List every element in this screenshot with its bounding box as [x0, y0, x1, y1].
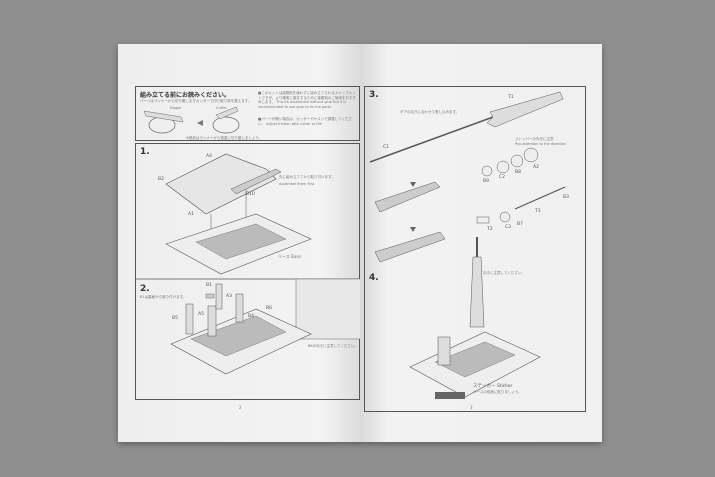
- part-b9: B9: [483, 179, 489, 184]
- page-number-right: 3: [470, 405, 473, 410]
- stopper-note-ja: ストッパーの向きに注意: [515, 137, 554, 141]
- part-a4: A4: [206, 154, 212, 159]
- read-before-assembly-box: 組み立てる前にお読みください。 パーツはランナーから切り離します。 カッターで切…: [135, 86, 360, 141]
- part-c3: C3: [505, 225, 512, 230]
- arrow-note: ギアの向きに合わせて差し込みます。: [400, 110, 460, 114]
- sticker-note: ベースの前面に貼りましょう。: [473, 390, 522, 394]
- step-4-note: 向きに注意してください。: [483, 271, 525, 275]
- part-a3: A3: [226, 294, 232, 299]
- part-b1: B1: [206, 283, 212, 288]
- part-t2: T2: [487, 227, 493, 232]
- right-page: 3. T1 C1 B9 C2 B8 A2 B3 T3 T2 C3 B7 ギアの向…: [360, 44, 602, 442]
- part-c1: C1: [383, 145, 390, 150]
- note-friction: ■パーツが硬い場合は、カッターやヤスリで調整してください。 Adjust fri…: [258, 117, 353, 126]
- part-t3: T3: [535, 209, 541, 214]
- bracket-note-ja: 先に組み立ててから取り付けます。: [279, 175, 335, 179]
- part-a2: A2: [533, 165, 539, 170]
- step-4-number: 4.: [369, 273, 379, 283]
- inset-note: B6の向きに注意してください。: [308, 344, 358, 348]
- sticker-label: ステッカー Sticker: [473, 384, 513, 389]
- right-steps-frame: 3. T1 C1 B9 C2 B8 A2 B3 T3 T2 C3 B7 ギアの向…: [364, 86, 586, 412]
- part-b3: B3: [563, 195, 569, 200]
- base-label: ベース Base: [278, 254, 301, 259]
- steps-frame: 1. A4 B2 A1 B10 先に組み立: [135, 143, 361, 400]
- left-page: 組み立てる前にお読みください。 パーツはランナーから切り離します。 カッターで切…: [118, 44, 361, 442]
- step-2-number: 2.: [140, 284, 150, 294]
- part-b2: B2: [158, 177, 164, 182]
- note-glue: ■このキットは接着剤を使わずに組み立てられるスナップキットですが、より確実に固定…: [258, 91, 356, 109]
- header-title: 組み立てる前にお読みください。: [140, 92, 231, 99]
- instruction-booklet: 組み立てる前にお読みください。 パーツはランナーから切り離します。 カッターで切…: [118, 44, 602, 442]
- part-c2: C2: [499, 175, 506, 180]
- page-number-left: 2: [239, 405, 242, 410]
- part-b5: B5: [172, 316, 178, 321]
- part-t1: T1: [508, 95, 514, 100]
- stopper-note-en: Pay attention to the direction: [515, 142, 567, 146]
- step-3-number: 3.: [369, 90, 379, 100]
- step-2-note: B1は裏面から取り付けます。: [140, 295, 187, 299]
- bracket-note-en: Assemble them first: [279, 182, 315, 186]
- part-b6: B6: [266, 306, 272, 311]
- step-3-4-illustration: [369, 91, 566, 399]
- part-b4: B4: [248, 314, 254, 319]
- step-1-2-illustration: [136, 153, 361, 375]
- subtitle-right: カッターで切り取り跡を整えます。: [196, 99, 252, 103]
- header-caption: ※部品はランナーから慎重に切り離しましょう。: [186, 136, 263, 140]
- part-a5: A5: [198, 312, 204, 317]
- part-b8: B8: [515, 170, 521, 175]
- cutter-label: Cutter: [216, 106, 227, 110]
- subtitle-left: パーツはランナーから切り離します。: [140, 99, 200, 103]
- nipper-cutter-illustration: [143, 106, 240, 134]
- part-a1: A1: [188, 212, 194, 217]
- step-1-number: 1.: [140, 147, 150, 157]
- nipper-label: Nipper: [170, 106, 182, 110]
- part-b7: B7: [517, 222, 523, 227]
- part-b10: B10: [246, 192, 255, 197]
